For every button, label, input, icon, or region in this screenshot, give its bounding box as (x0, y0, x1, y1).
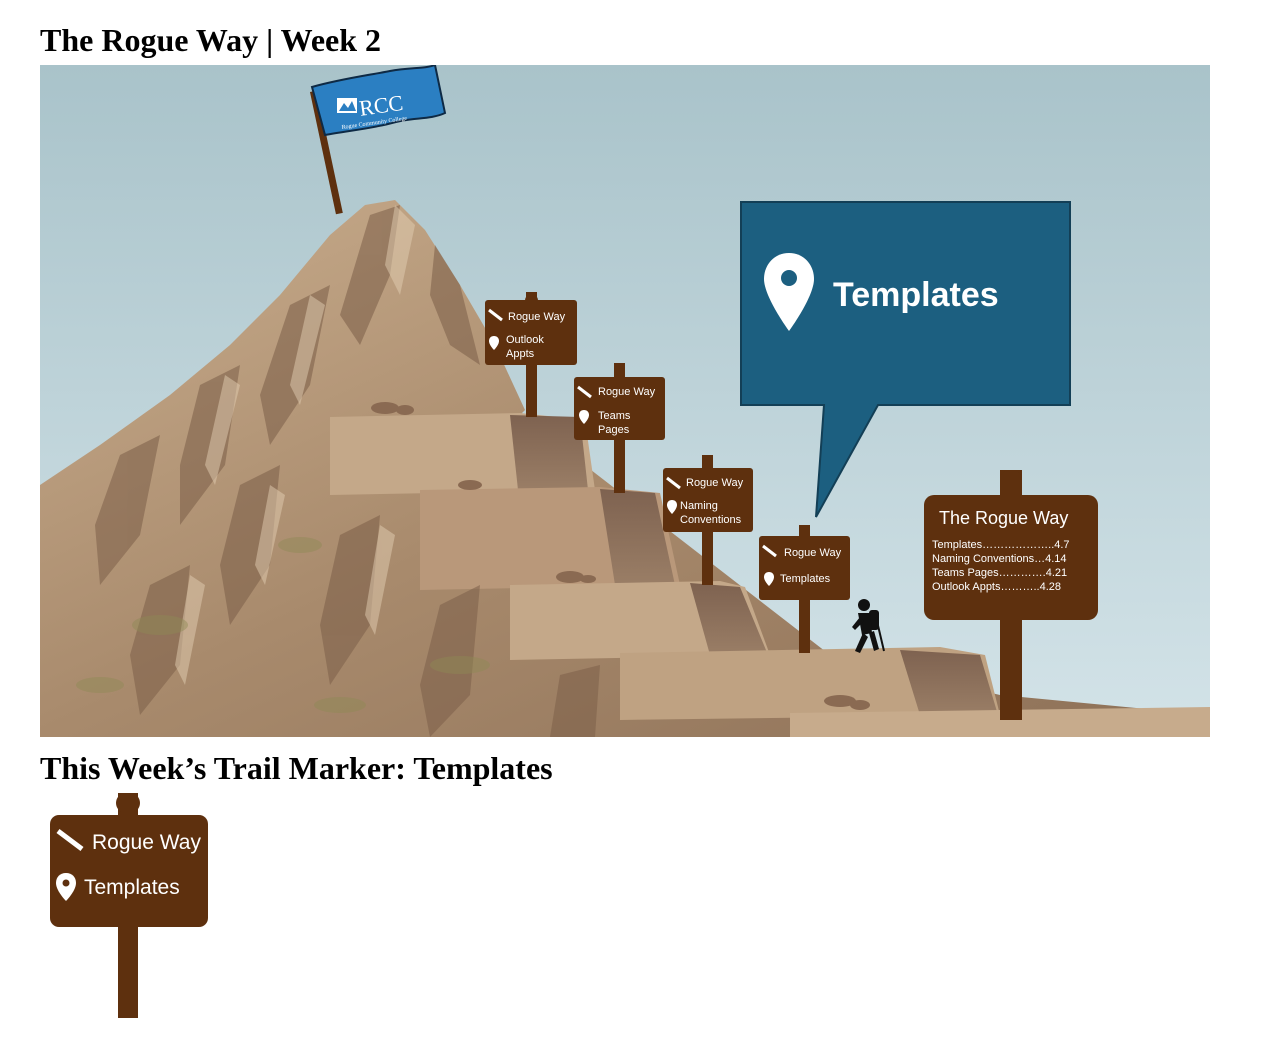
sign-4-line-1: Templates (780, 573, 831, 585)
schedule-title: The Rogue Way (939, 508, 1068, 528)
callout-bubble (740, 201, 1071, 518)
schedule-item-4: Outlook Appts………..4.28 (932, 581, 1061, 593)
pin-icon (579, 410, 589, 424)
trail-marker-heading: This Week’s Trail Marker: Templates (40, 750, 553, 786)
flag-pole (309, 90, 343, 215)
pin-icon (56, 873, 76, 901)
sign-3-line-2: Conventions (680, 514, 742, 526)
schedule-item-2: Naming Conventions…4.14 (932, 553, 1067, 565)
sign-outlook-appts: Rogue Way Outlook Appts (485, 292, 577, 417)
marker-label: Templates (84, 876, 180, 899)
rock-highlights (175, 205, 415, 685)
hiker-icon (852, 599, 885, 653)
sign-3-line-1: Naming (680, 500, 718, 512)
boulders (371, 402, 870, 710)
sign-1-line-1: Outlook (506, 334, 544, 346)
rock-ridges (95, 205, 600, 737)
flag-cloth (310, 65, 447, 137)
sign-templates: Rogue Way Templates (759, 525, 850, 653)
pin-icon (489, 336, 499, 350)
flag-logo: RCC (358, 90, 405, 121)
sign-1-line-2: Appts (506, 348, 535, 360)
terrace-1-cliff (510, 415, 588, 490)
sign-naming-conventions: Rogue Way Naming Conventions (663, 455, 753, 585)
pin-icon (764, 572, 774, 586)
arrow-icon (666, 476, 681, 490)
templates-callout: Templates (740, 201, 1071, 518)
sign-2-line-2: Pages (598, 424, 630, 436)
pin-icon (667, 500, 677, 514)
terrace-5 (790, 707, 1210, 737)
sign-teams-pages: Rogue Way Teams Pages (574, 363, 665, 493)
trail-marker-sign: Rogue Way Templates (48, 793, 210, 1021)
callout-label: Templates (833, 276, 999, 314)
arrow-icon (762, 544, 777, 558)
marker-board (50, 815, 208, 927)
location-pin-icon (764, 253, 814, 331)
arrow-icon (488, 308, 503, 322)
sign-2-line-1: Teams (598, 410, 631, 422)
sign-1-header: Rogue Way (508, 311, 566, 323)
page-title: The Rogue Way | Week 2 (40, 22, 382, 58)
schedule-item-3: Teams Pages………….4.21 (932, 567, 1067, 579)
arrow-icon (56, 829, 84, 851)
rcc-flag: RCC Rogue Community College (309, 65, 447, 215)
terrace-2-cliff (600, 489, 675, 585)
schedule-sign: The Rogue Way Templates………………..4.7 Namin… (924, 470, 1098, 720)
marker-header: Rogue Way (92, 831, 201, 854)
moss-patches (76, 537, 490, 713)
mountain-illustration: RCC Rogue Community College Templates Ro… (40, 65, 1210, 737)
terrace-3-cliff (690, 583, 768, 655)
schedule-item-1: Templates………………..4.7 (932, 539, 1070, 551)
arrow-icon (577, 385, 592, 399)
sign-4-header: Rogue Way (784, 547, 842, 559)
terrace-4-cliff (900, 650, 998, 715)
sign-3-header: Rogue Way (686, 477, 744, 489)
sign-2-header: Rogue Way (598, 386, 656, 398)
